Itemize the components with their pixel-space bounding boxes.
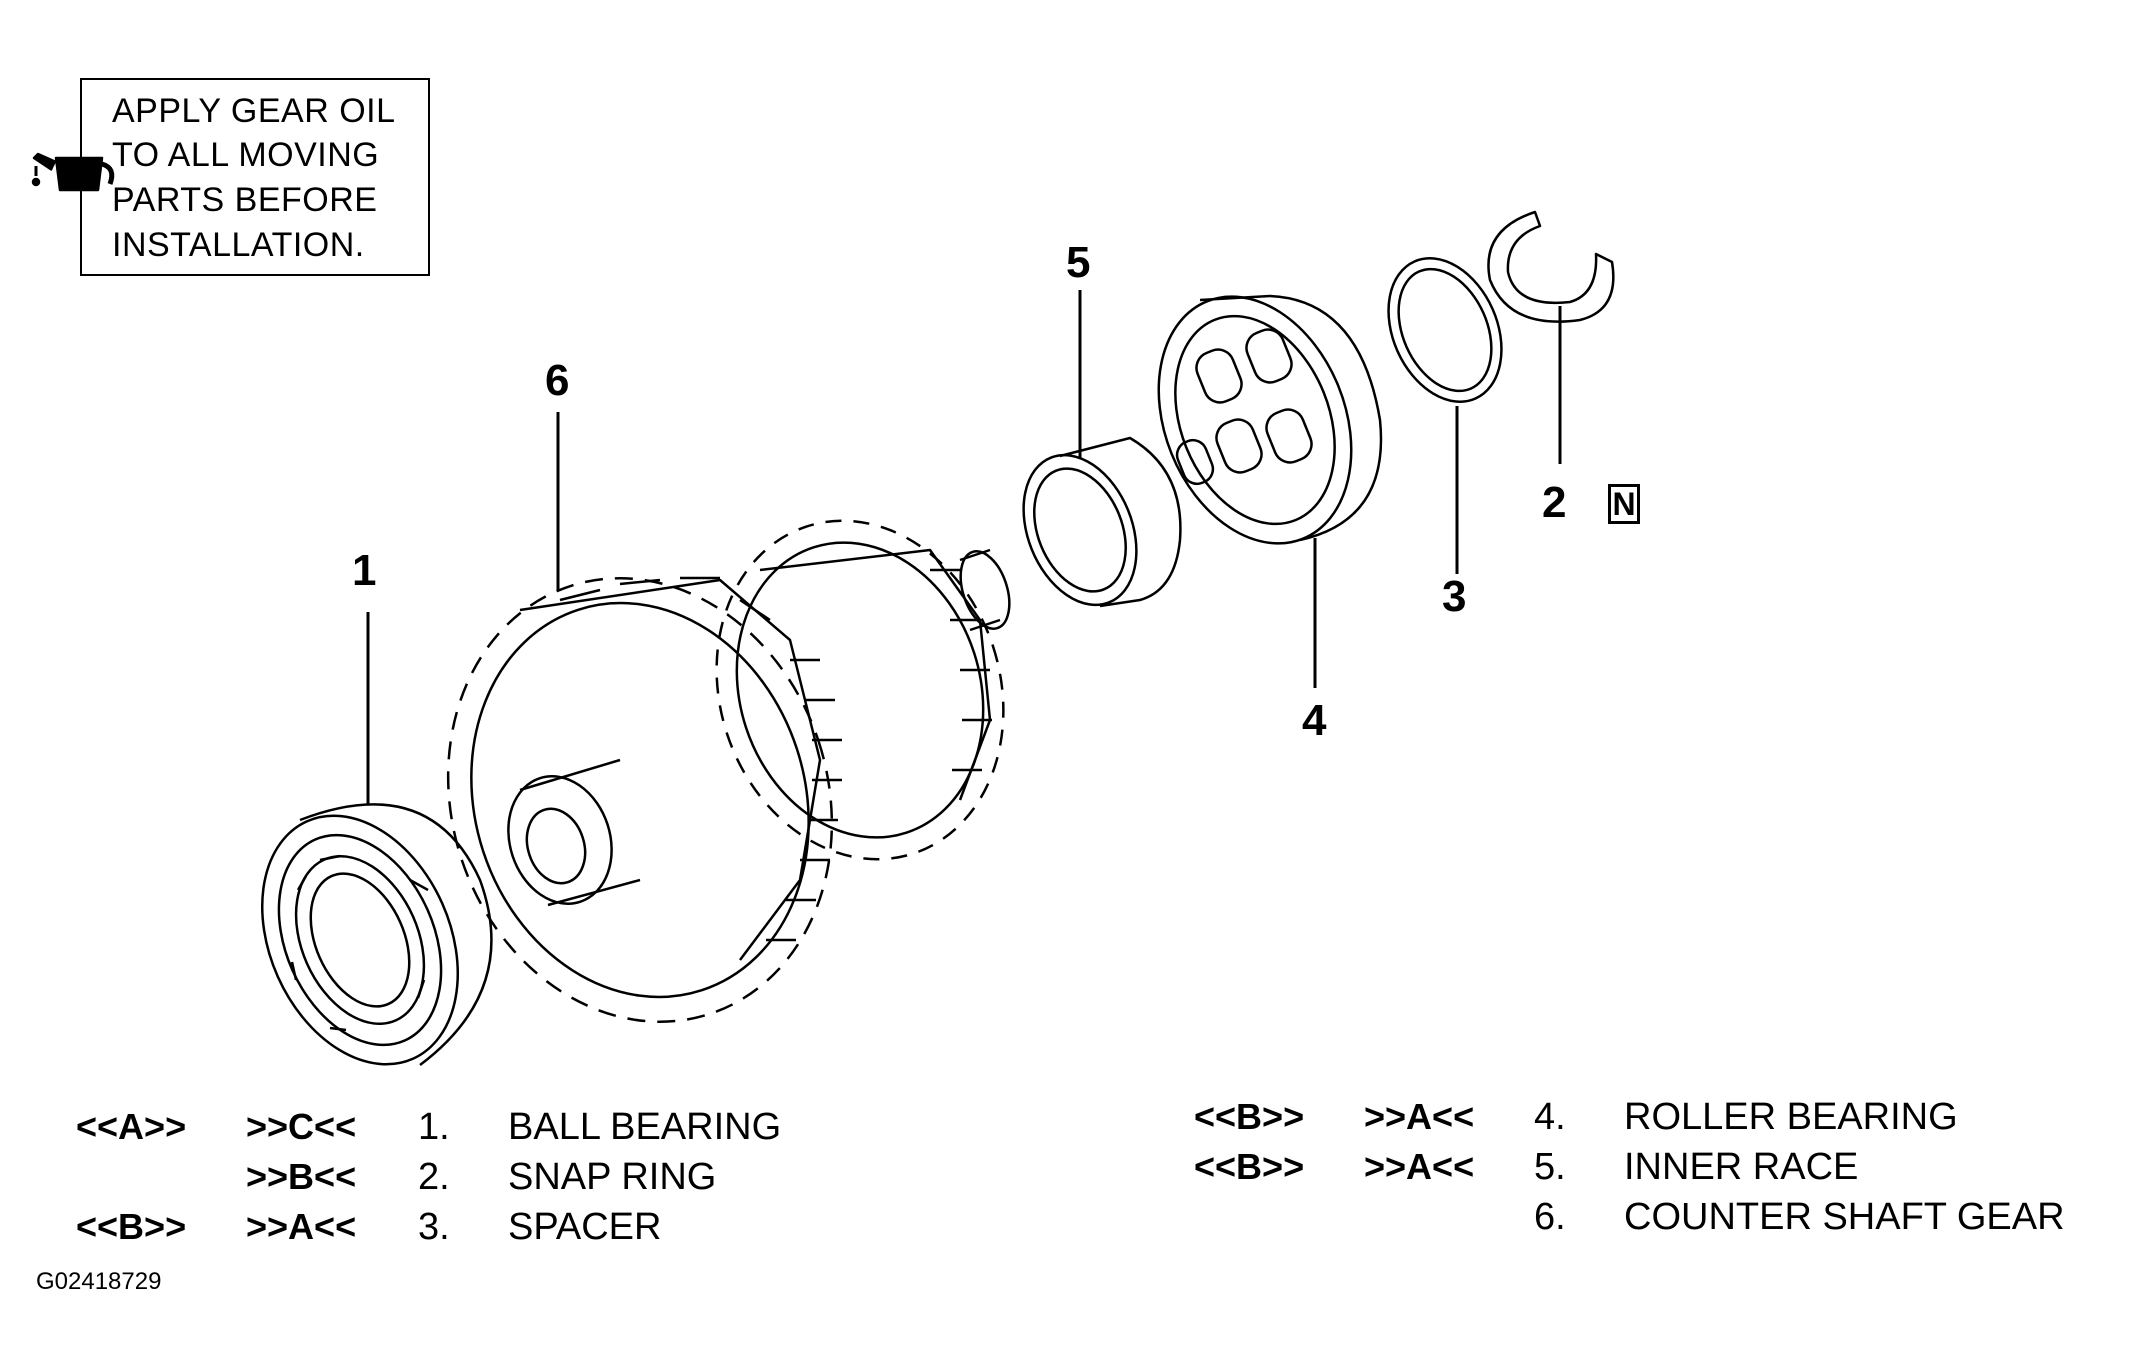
callout-3: 3: [1442, 572, 1467, 621]
leader-lines: [366, 290, 1562, 804]
legend-install-code: >>A<<: [1364, 1146, 1475, 1187]
snap-ring-drawing: [1487, 210, 1615, 323]
note-line: TO ALL MOVING: [112, 136, 380, 174]
legend-part-name: ROLLER BEARING: [1624, 1096, 1958, 1138]
legend-number: 1.: [418, 1106, 450, 1148]
roller-bearing-drawing: [1157, 294, 1383, 545]
legend-install-code: >>A<<: [246, 1206, 357, 1247]
legend-removal-code: <<B>>: [1194, 1096, 1305, 1137]
legend-number: 6.: [1534, 1196, 1566, 1238]
ball-bearing-drawing: [260, 803, 493, 1066]
note-box: [80, 78, 430, 276]
legend-number: 5.: [1534, 1146, 1566, 1188]
oil-can-icon: [31, 152, 115, 192]
legend-part-name: BALL BEARING: [508, 1106, 782, 1148]
figure-id: G02418729: [36, 1268, 162, 1295]
legend-removal-code: <<A>>: [76, 1106, 187, 1147]
legend-removal-code: <<B>>: [1194, 1146, 1305, 1187]
legend-install-code: >>B<<: [246, 1156, 357, 1197]
callout-4: 4: [1302, 696, 1327, 745]
inner-race-drawing: [1022, 436, 1182, 608]
callout-6: 6: [545, 356, 570, 405]
note-line: INSTALLATION.: [112, 226, 365, 264]
note-line: PARTS BEFORE: [112, 181, 378, 219]
note-line: APPLY GEAR OIL: [112, 92, 396, 130]
callout-2: 2: [1542, 478, 1567, 527]
legend-number: 3.: [418, 1206, 450, 1248]
legend-part-name: SPACER: [508, 1206, 662, 1248]
legend-part-name: COUNTER SHAFT GEAR: [1624, 1196, 2065, 1238]
legend-number: 2.: [418, 1156, 450, 1198]
legend-part-name: INNER RACE: [1624, 1146, 1859, 1188]
counter-shaft-gear-drawing: [446, 519, 1011, 1023]
callout-1: 1: [352, 546, 377, 595]
spacer-drawing: [1387, 257, 1503, 403]
legend-part-name: SNAP RING: [508, 1156, 717, 1198]
legend-install-code: >>C<<: [246, 1106, 357, 1147]
new-part-badge: N: [1608, 484, 1640, 524]
callout-5: 5: [1066, 238, 1091, 287]
legend-number: 4.: [1534, 1096, 1566, 1138]
legend-removal-code: <<B>>: [76, 1206, 187, 1247]
legend-install-code: >>A<<: [1364, 1096, 1475, 1137]
